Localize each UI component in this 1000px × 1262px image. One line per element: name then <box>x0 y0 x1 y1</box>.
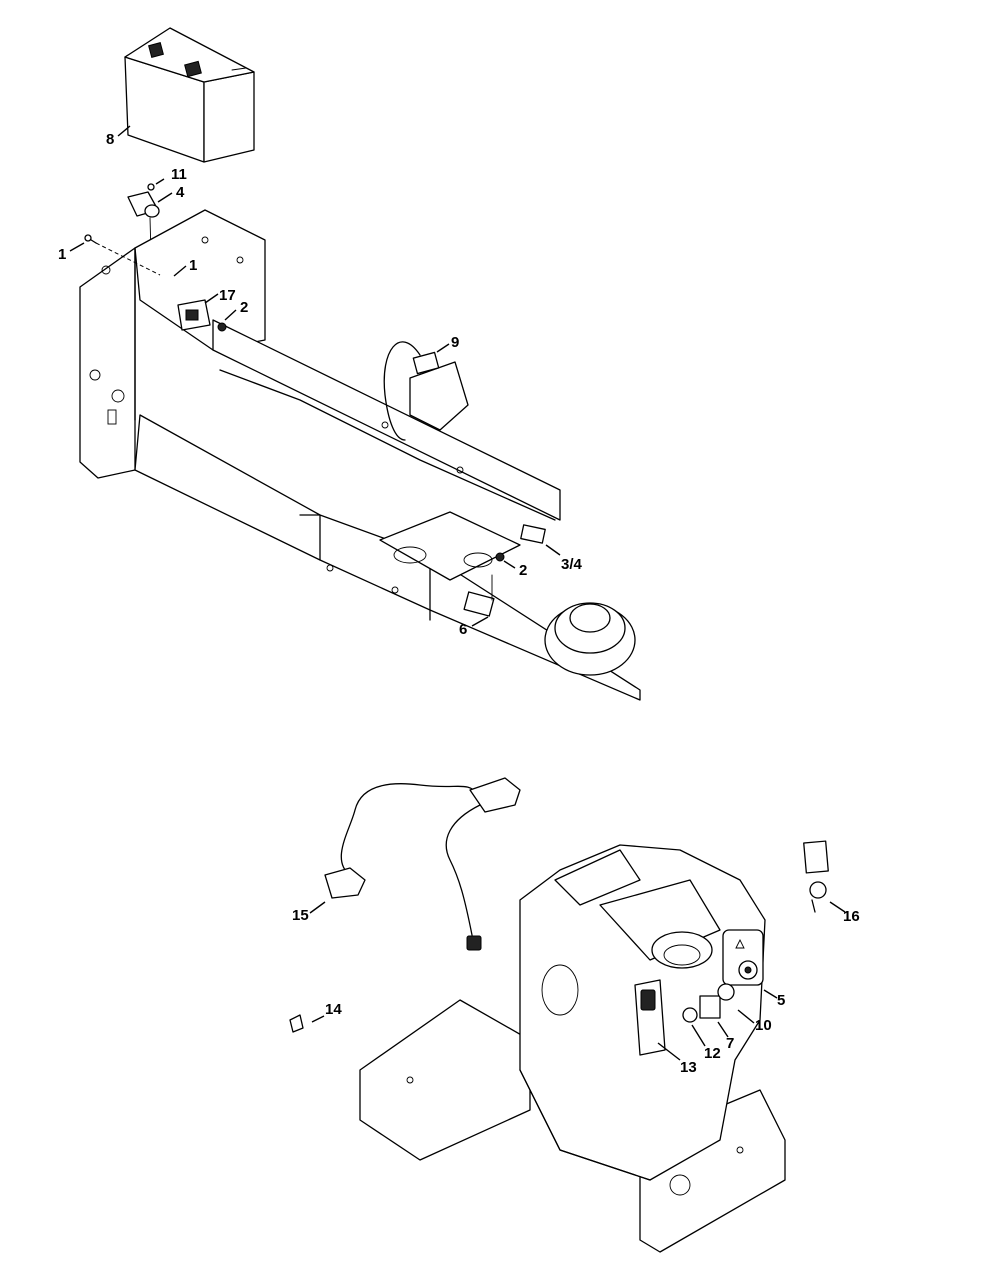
solenoid <box>127 191 160 291</box>
callout-1-left: 1 <box>58 246 66 263</box>
seat-switch-bracket <box>383 341 469 441</box>
wire-harness <box>324 777 521 951</box>
callout-3-4: 3/4 <box>561 556 583 573</box>
leader-lines <box>69 125 846 1061</box>
ignition-key <box>803 840 829 913</box>
bolt <box>147 183 155 191</box>
callout-7: 7 <box>726 1035 734 1052</box>
frame-rails <box>134 319 641 701</box>
callout-4: 4 <box>176 184 185 201</box>
nut-upper <box>217 322 227 332</box>
frame-left-upright <box>79 209 266 479</box>
callout-14: 14 <box>325 1001 342 1018</box>
callout-6: 6 <box>459 621 467 638</box>
callout-1-right: 1 <box>189 257 197 274</box>
key-switch <box>177 299 211 331</box>
callout-10: 10 <box>755 1017 772 1034</box>
nut-lower <box>495 552 505 562</box>
battery <box>124 27 255 163</box>
callout-17: 17 <box>219 287 236 304</box>
callout-15: 15 <box>292 907 309 924</box>
callout-16: 16 <box>843 908 860 925</box>
dash-console <box>519 844 766 1181</box>
relay <box>520 524 546 544</box>
callout-12: 12 <box>704 1045 721 1062</box>
callout-13: 13 <box>680 1059 697 1076</box>
callout-2-upper: 2 <box>240 299 248 316</box>
callout-8: 8 <box>106 131 114 148</box>
callout-11: 11 <box>171 166 187 183</box>
screw <box>84 234 97 244</box>
pto-switch <box>463 574 495 617</box>
callout-2-lower: 2 <box>519 562 527 579</box>
callout-5: 5 <box>777 992 785 1009</box>
clip <box>289 1014 304 1033</box>
engine-pulley <box>544 602 636 676</box>
callout-9: 9 <box>451 334 459 351</box>
